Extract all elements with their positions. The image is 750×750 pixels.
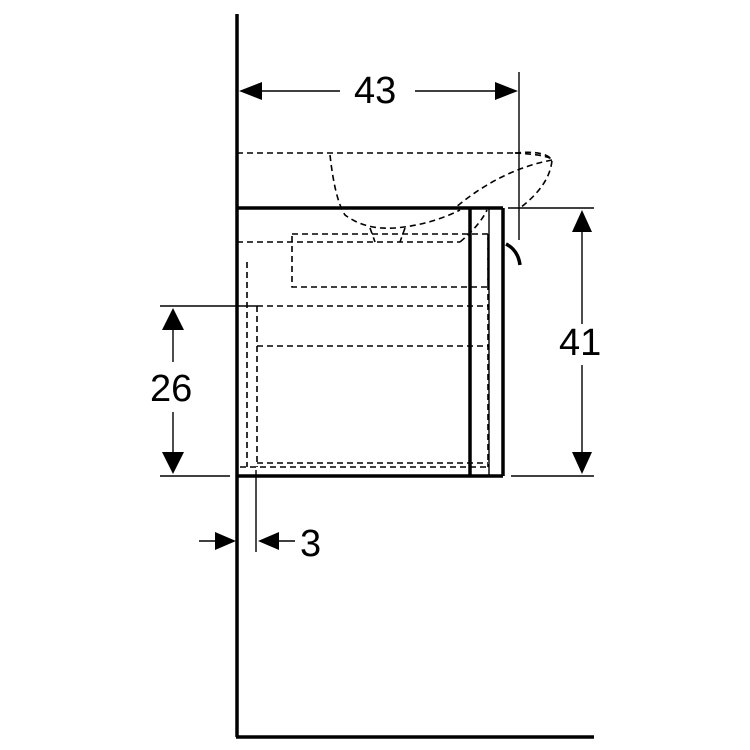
total-height-label: 41 <box>557 322 604 364</box>
drawer-height-label: 26 <box>148 368 195 410</box>
dimension-depth <box>239 72 520 240</box>
wall-gap-label: 3 <box>300 523 322 565</box>
dimension-total-height <box>508 207 594 477</box>
handle-icon <box>505 242 522 266</box>
dimension-drawer-height <box>160 305 257 477</box>
cabinet-body <box>237 206 505 478</box>
depth-label: 43 <box>352 70 399 112</box>
dimension-wall-gap <box>199 470 295 552</box>
internal-drawer-outline <box>240 233 489 468</box>
washbasin-outline <box>237 151 553 243</box>
